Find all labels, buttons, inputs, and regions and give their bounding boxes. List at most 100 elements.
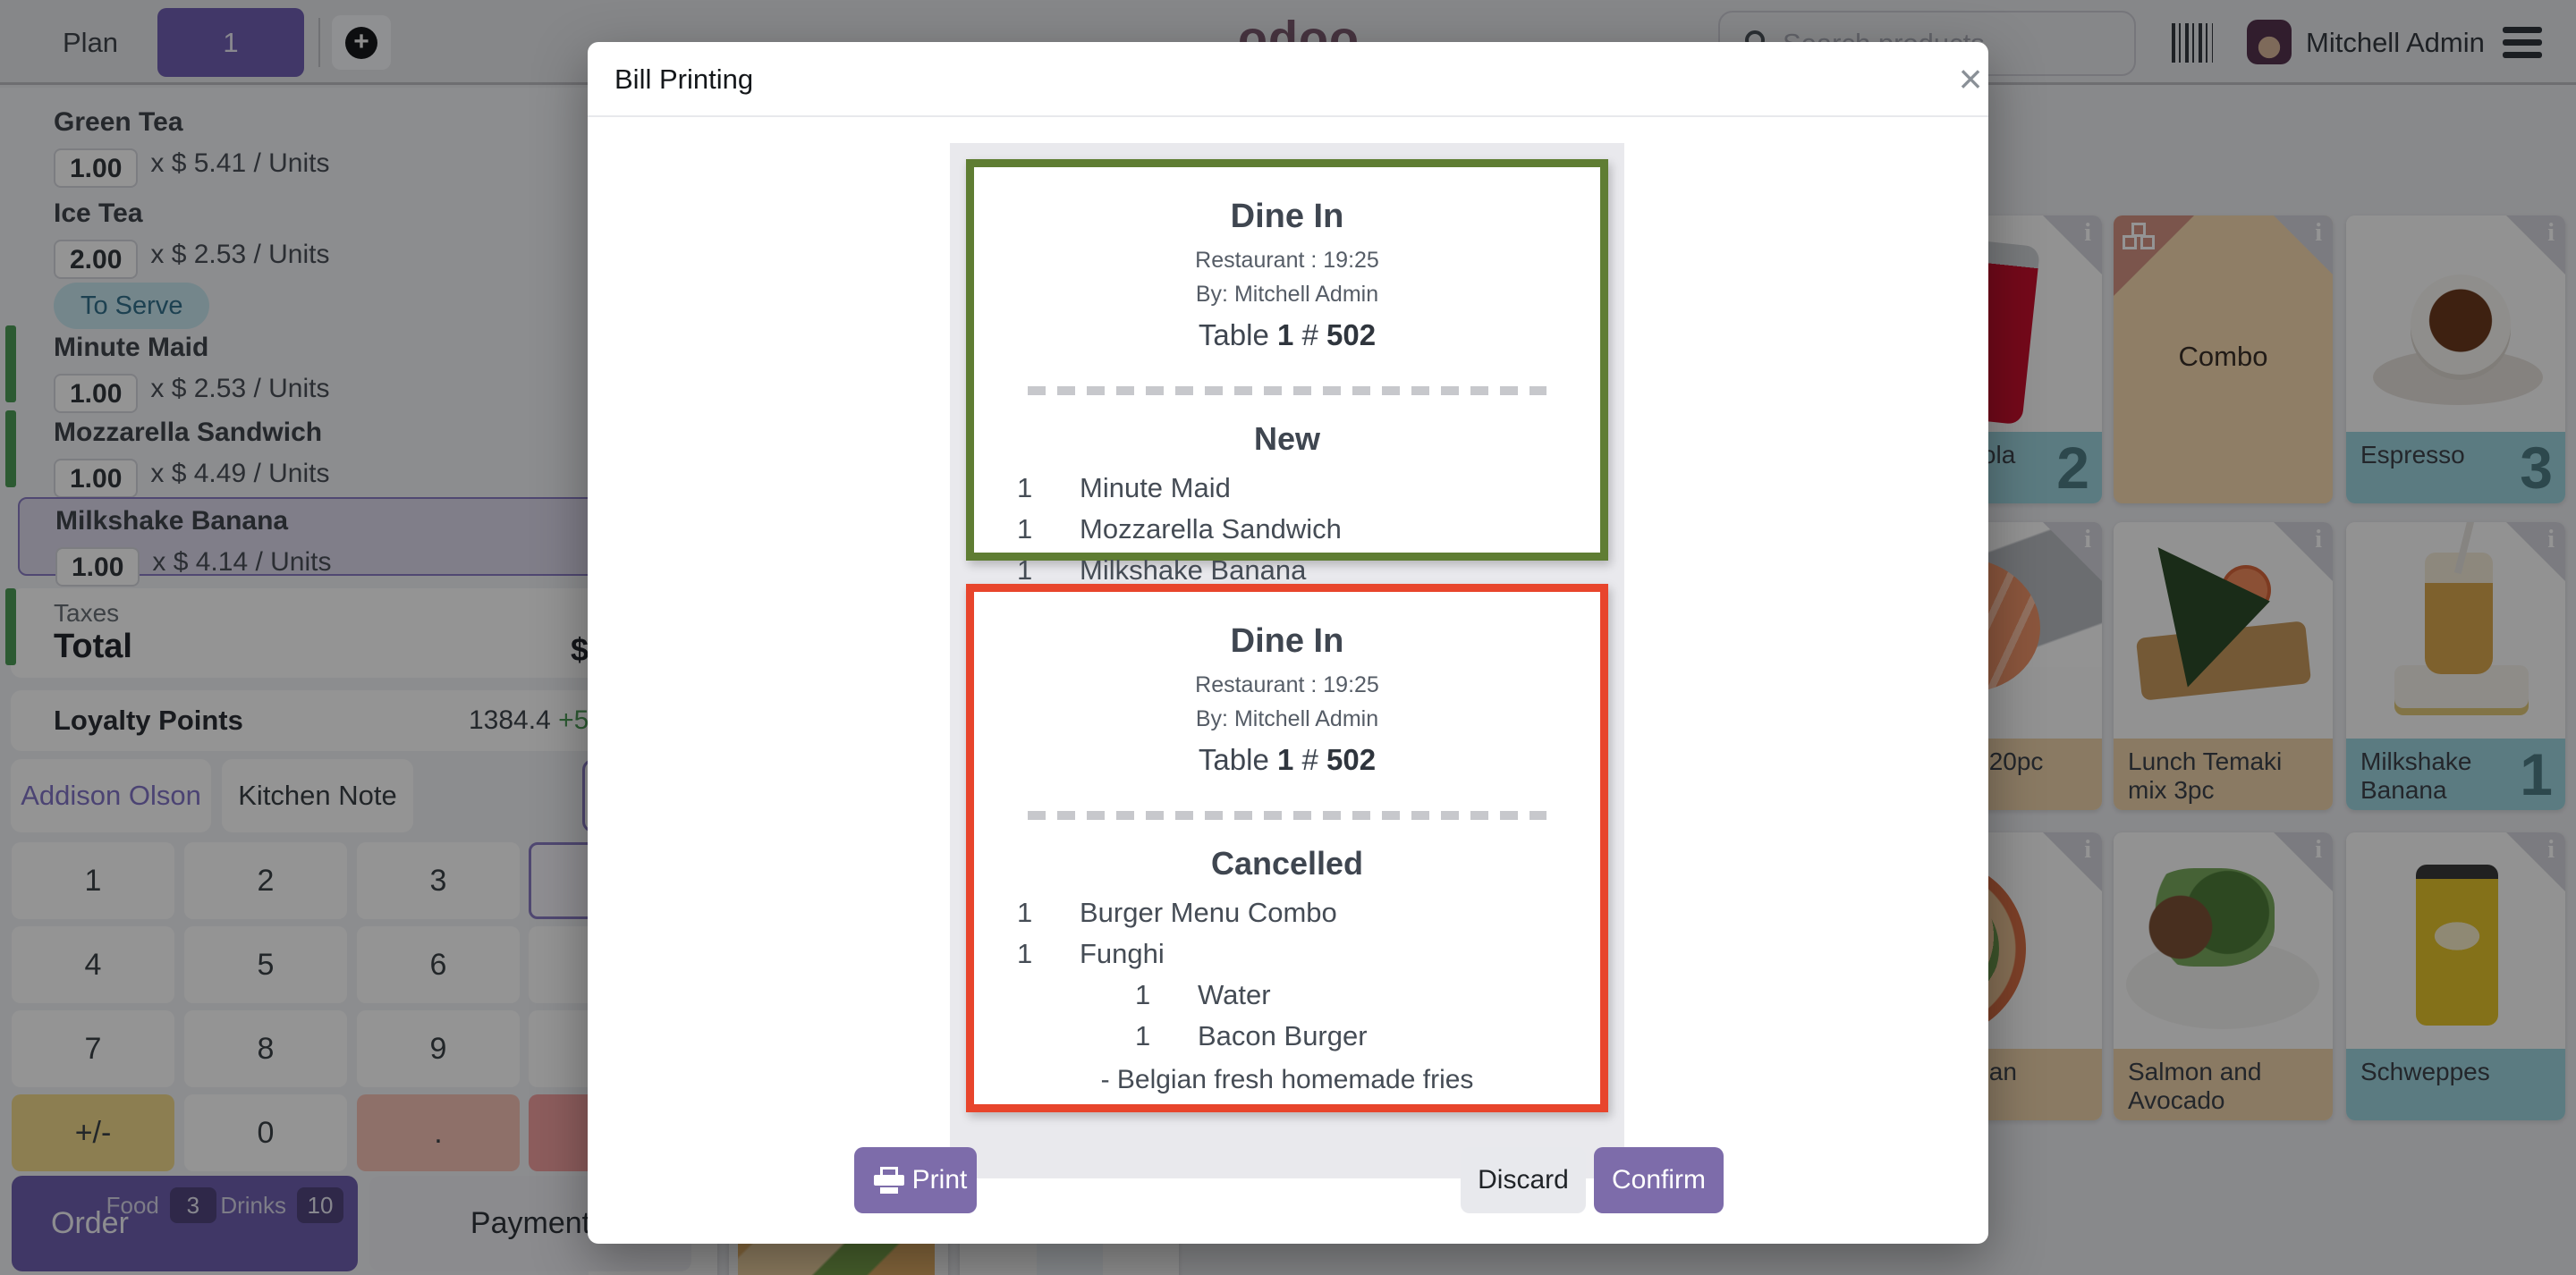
product-qty-badge: 3: [2520, 435, 2553, 501]
user-name[interactable]: Mitchell Admin: [2306, 27, 2485, 58]
orderline-name: Minute Maid: [54, 333, 209, 362]
numpad-key-0[interactable]: 0: [184, 1094, 347, 1171]
combo-icon: [2123, 223, 2158, 253]
receipt-section-title: Cancelled: [1210, 845, 1364, 882]
info-icon[interactable]: [2274, 522, 2333, 581]
info-icon[interactable]: [2274, 215, 2333, 274]
customer-button[interactable]: Addison Olson: [11, 759, 211, 832]
product-qty-badge: 2: [2056, 435, 2089, 501]
numpad-key-1[interactable]: 1: [12, 842, 174, 919]
kitchen-note-button[interactable]: Kitchen Note: [222, 759, 413, 832]
orderline-qty: 1.00: [54, 373, 139, 413]
product-tile-combo[interactable]: i Combo: [2114, 215, 2333, 503]
receipt-cancelled-order: Dine In Restaurant : 19:25 By: Mitchell …: [966, 584, 1608, 1112]
orderline-minute-maid[interactable]: Minute Maid 1.00 x $ 2.53 / Units: [0, 325, 589, 413]
receipt-dashed-divider: [1028, 386, 1546, 395]
status-bar: [5, 410, 16, 487]
orderline-price: x $ 4.14 / Units: [152, 547, 332, 577]
floor-tab-1[interactable]: 1: [157, 8, 304, 77]
plus-icon: +: [345, 26, 377, 59]
receipt-new-order: Dine In Restaurant : 19:25 By: Mitchell …: [966, 159, 1608, 586]
product-label: Lunch Temaki mix 3pc: [2114, 739, 2333, 810]
info-icon[interactable]: [2274, 832, 2333, 891]
tab-divider: [318, 18, 320, 67]
orderline-name: Green Tea: [54, 107, 183, 137]
order-counts: Food 3 Drinks 10: [106, 1186, 343, 1224]
receipt-cashier: By: Mitchell Admin: [1195, 706, 1379, 731]
taxes-label: Taxes: [54, 599, 120, 627]
order-button[interactable]: Order Food 3 Drinks 10: [12, 1176, 358, 1271]
receipt-preview-area: Dine In Restaurant : 19:25 By: Mitchell …: [950, 143, 1624, 1178]
milkshake-photo: [2346, 522, 2565, 708]
product-tile-lunch-temaki[interactable]: i Lunch Temaki mix 3pc: [2114, 522, 2333, 810]
order-button-label: Order: [51, 1206, 129, 1240]
food-label: Food: [106, 1192, 159, 1219]
discard-button[interactable]: Discard: [1461, 1147, 1586, 1213]
product-label: Schweppes: [2346, 1049, 2565, 1120]
product-qty-badge: 1: [2520, 741, 2553, 807]
product-tile-schweppes[interactable]: i Schweppes: [2346, 832, 2565, 1120]
numpad-key-3[interactable]: 3: [357, 842, 520, 919]
barcode-icon[interactable]: [2172, 23, 2213, 63]
receipt-meta: Restaurant : 19:25 By: Mitchell Admin: [974, 668, 1600, 736]
numpad-sign-key[interactable]: +/-: [12, 1094, 174, 1171]
printer-icon: [874, 1167, 904, 1194]
numpad-key-8[interactable]: 8: [184, 1010, 347, 1087]
receipt-table-line: Table 1 # 502: [1198, 318, 1377, 351]
receipt-meta: Restaurant : 19:25 By: Mitchell Admin: [974, 243, 1600, 311]
print-button[interactable]: Print: [854, 1147, 977, 1213]
orderline-name: Ice Tea: [54, 198, 143, 228]
status-bar: [5, 325, 16, 402]
info-icon[interactable]: [2506, 215, 2565, 274]
loyalty-label: Loyalty Points: [54, 705, 243, 736]
numpad-key-9[interactable]: 9: [357, 1010, 520, 1087]
combo-corner: [2114, 215, 2194, 296]
drinks-count-badge: 10: [297, 1187, 343, 1223]
orderline-price: x $ 5.41 / Units: [150, 148, 330, 178]
info-icon[interactable]: [2043, 522, 2102, 581]
product-tile-milkshake-banana[interactable]: i Milkshake Banana 1: [2346, 522, 2565, 810]
plan-label: Plan: [63, 27, 119, 58]
info-icon[interactable]: [2506, 522, 2565, 581]
numpad-key-4[interactable]: 4: [12, 926, 174, 1003]
confirm-button[interactable]: Confirm: [1594, 1147, 1724, 1213]
product-tile-espresso[interactable]: i Espresso 3: [2346, 215, 2565, 503]
receipt-restaurant-time: Restaurant : 19:25: [1195, 248, 1379, 273]
hamburger-menu-icon[interactable]: [2503, 27, 2542, 64]
orderline-green-tea[interactable]: Green Tea 1.00 x $ 5.41 / Units: [0, 100, 589, 188]
numpad-dot-key[interactable]: .: [357, 1094, 520, 1171]
add-floor-button[interactable]: +: [332, 15, 391, 70]
product-label: Milkshake Banana: [2346, 739, 2565, 810]
total-label: Total: [54, 628, 132, 665]
orderline-price: x $ 2.53 / Units: [150, 374, 330, 403]
receipt-table-line: Table 1 # 502: [1198, 743, 1377, 776]
orderline-price: x $ 4.49 / Units: [150, 459, 330, 488]
drinks-label: Drinks: [220, 1192, 286, 1219]
receipt-section-title: New: [1253, 420, 1321, 457]
food-count-badge: 3: [169, 1187, 216, 1223]
receipt-dashed-divider: [1028, 811, 1546, 820]
orderline-qty: 1.00: [54, 148, 139, 188]
temaki-photo: [2114, 522, 2333, 667]
avatar[interactable]: [2247, 20, 2292, 64]
numpad-key-2[interactable]: 2: [184, 842, 347, 919]
numpad-key-6[interactable]: 6: [357, 926, 520, 1003]
info-icon[interactable]: [2043, 215, 2102, 274]
numpad-key-7[interactable]: 7: [12, 1010, 174, 1087]
status-bar: [5, 588, 16, 665]
close-icon[interactable]: ×: [1958, 55, 1983, 102]
info-icon[interactable]: [2506, 832, 2565, 891]
info-icon[interactable]: [2043, 832, 2102, 891]
orderline-qty: 2.00: [54, 239, 139, 279]
product-tile-salmon-avocado[interactable]: i Salmon and Avocado: [2114, 832, 2333, 1120]
numpad-key-5[interactable]: 5: [184, 926, 347, 1003]
